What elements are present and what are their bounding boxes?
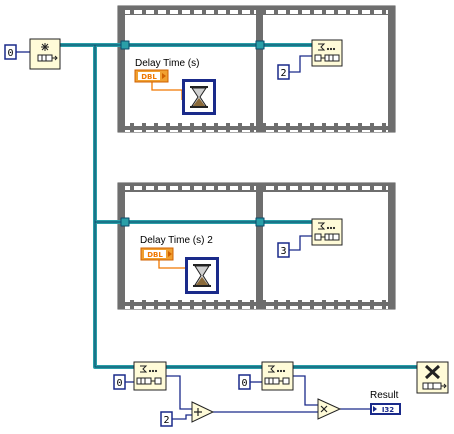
enqueue-value-constant-b[interactable]: 3	[277, 242, 290, 258]
enqueue-node-a[interactable]	[311, 39, 343, 67]
wait-node-2[interactable]	[185, 257, 219, 294]
svg-text:2: 2	[280, 68, 286, 79]
result-indicator-label: Result	[370, 390, 399, 401]
delay-control-label-2: Delay Time (s) 2	[140, 235, 213, 246]
wait-node-1[interactable]	[182, 79, 216, 115]
dequeue-timeout-constant-b[interactable]: 0	[238, 374, 251, 390]
dequeue-node-a[interactable]	[133, 361, 167, 391]
enqueue-value-constant-a[interactable]: 2	[277, 64, 290, 80]
add-function-icon	[194, 408, 202, 416]
dequeue-node-b[interactable]	[261, 361, 294, 391]
delay-control-1[interactable]: DBL	[134, 69, 169, 83]
svg-text:0: 0	[241, 378, 247, 389]
add-node[interactable]	[191, 401, 215, 423]
hourglass-wait-icon	[193, 264, 211, 287]
init-size-constant[interactable]: 0	[4, 44, 17, 60]
svg-text:0: 0	[116, 378, 122, 389]
svg-text:2: 2	[163, 415, 169, 426]
svg-text:0: 0	[7, 48, 13, 59]
release-queue-icon	[422, 364, 447, 390]
enqueue-node-b[interactable]	[311, 218, 343, 246]
svg-text:DBL: DBL	[141, 73, 157, 81]
dequeue-element-icon	[264, 365, 290, 385]
delay-control-2[interactable]: DBL	[140, 247, 174, 261]
obtain-queue-icon	[37, 43, 58, 62]
result-indicator[interactable]: I32	[370, 403, 401, 415]
flat-sequence-2[interactable]	[117, 182, 396, 310]
dequeue-element-icon	[136, 365, 162, 385]
enqueue-element-icon	[314, 43, 340, 62]
svg-text:I32: I32	[382, 406, 394, 414]
multiply-function-icon	[320, 405, 328, 413]
release-queue-node[interactable]	[416, 361, 449, 394]
svg-text:DBL: DBL	[147, 251, 163, 259]
obtain-queue-node[interactable]	[29, 38, 61, 70]
add-operand-constant[interactable]: 2	[160, 411, 173, 427]
queue-wires	[60, 40, 417, 369]
hourglass-wait-icon	[190, 86, 208, 108]
svg-text:3: 3	[280, 246, 286, 257]
flat-sequence-1[interactable]	[117, 5, 396, 133]
delay-control-label-1: Delay Time (s)	[135, 58, 199, 69]
enqueue-element-icon	[314, 222, 340, 241]
numeric-wires	[16, 51, 370, 420]
dequeue-timeout-constant-a[interactable]: 0	[113, 374, 126, 390]
multiply-node[interactable]	[317, 398, 342, 420]
